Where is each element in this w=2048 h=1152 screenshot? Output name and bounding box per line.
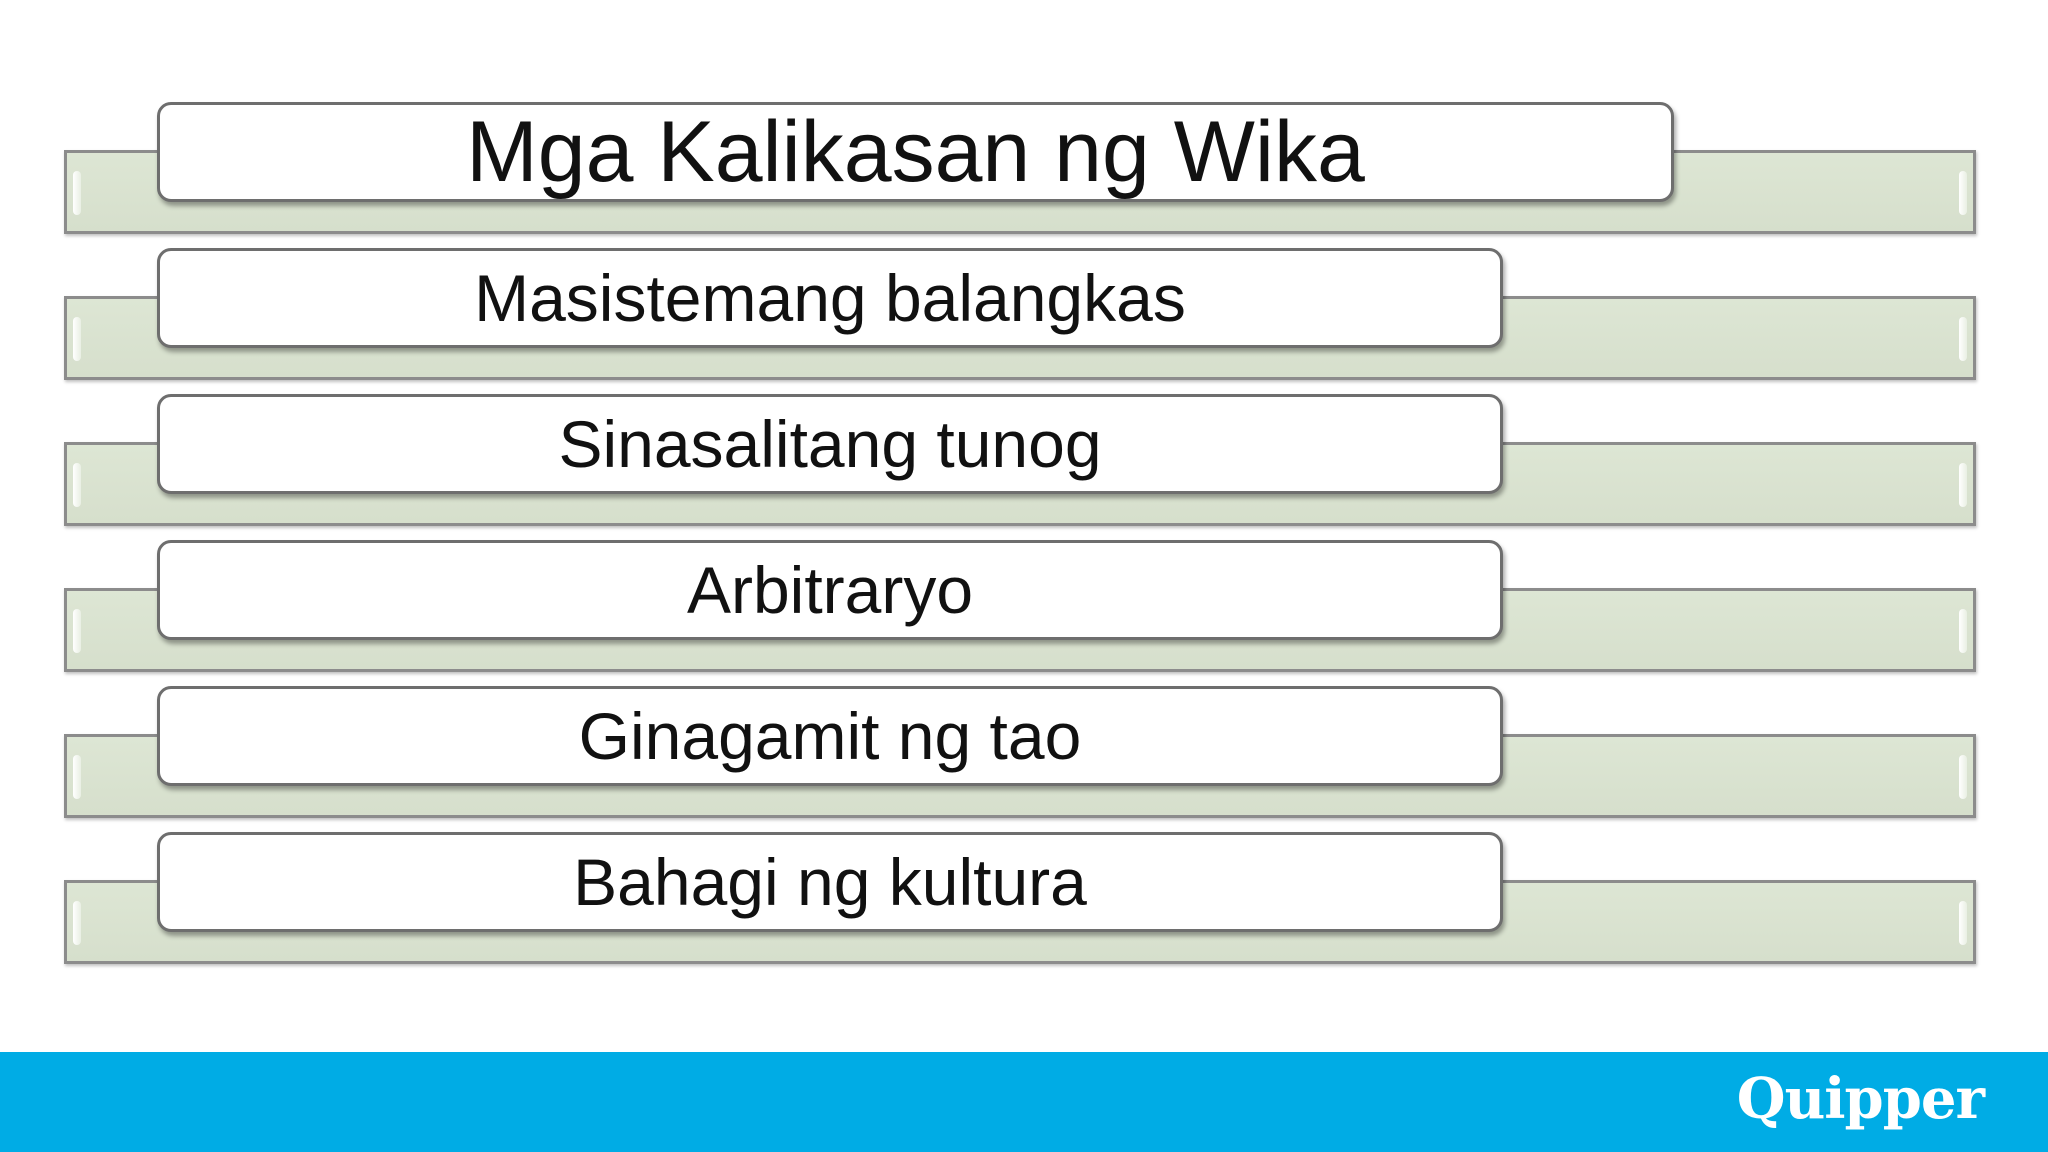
- item-box: Ginagamit ng tao: [157, 686, 1503, 786]
- title-row: Mga Kalikasan ng Wika: [0, 100, 2048, 260]
- item-box: Bahagi ng kultura: [157, 832, 1503, 932]
- list-item: Sinasalitang tunog: [0, 392, 2048, 552]
- item-label: Masistemang balangkas: [474, 261, 1186, 335]
- quipper-logo: Quipper: [1736, 1066, 1985, 1132]
- item-box: Arbitraryo: [157, 540, 1503, 640]
- diagram-title: Mga Kalikasan ng Wika: [466, 103, 1365, 200]
- item-label: Bahagi ng kultura: [573, 845, 1087, 919]
- item-label: Sinasalitang tunog: [558, 407, 1102, 481]
- item-box: Sinasalitang tunog: [157, 394, 1503, 494]
- list-item: Bahagi ng kultura: [0, 830, 2048, 990]
- footer-bar: Quipper: [0, 1052, 2048, 1152]
- list-item: Ginagamit ng tao: [0, 684, 2048, 844]
- item-box: Masistemang balangkas: [157, 248, 1503, 348]
- list-item: Arbitraryo: [0, 538, 2048, 698]
- list-item: Masistemang balangkas: [0, 246, 2048, 406]
- item-label: Arbitraryo: [686, 553, 974, 627]
- title-box: Mga Kalikasan ng Wika: [157, 102, 1674, 202]
- item-label: Ginagamit ng tao: [578, 699, 1082, 773]
